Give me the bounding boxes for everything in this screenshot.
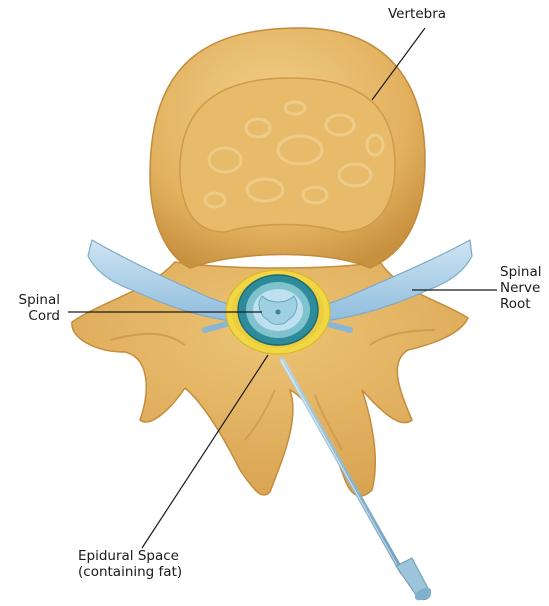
vertebral-body <box>150 28 425 268</box>
label-vertebra: Vertebra <box>388 6 446 22</box>
label-spinal-cord-line-2: Cord <box>8 308 60 324</box>
label-spinal-nerve-root-line-1: Spinal <box>500 264 549 280</box>
label-spinal-nerve-root-line-3: Root <box>500 296 549 312</box>
label-epidural-space-line-1: Epidural Space <box>78 548 182 564</box>
label-epidural-space: Epidural Space (containing fat) <box>78 548 182 580</box>
label-vertebra-text: Vertebra <box>388 6 446 22</box>
label-spinal-cord-line-1: Spinal <box>8 292 60 308</box>
label-spinal-cord: Spinal Cord <box>8 292 60 324</box>
label-spinal-nerve-root-line-2: Nerve <box>500 280 549 296</box>
label-epidural-space-line-2: (containing fat) <box>78 564 182 580</box>
spinal-cord <box>238 275 318 345</box>
label-spinal-nerve-root: Spinal Nerve Root <box>500 264 549 312</box>
